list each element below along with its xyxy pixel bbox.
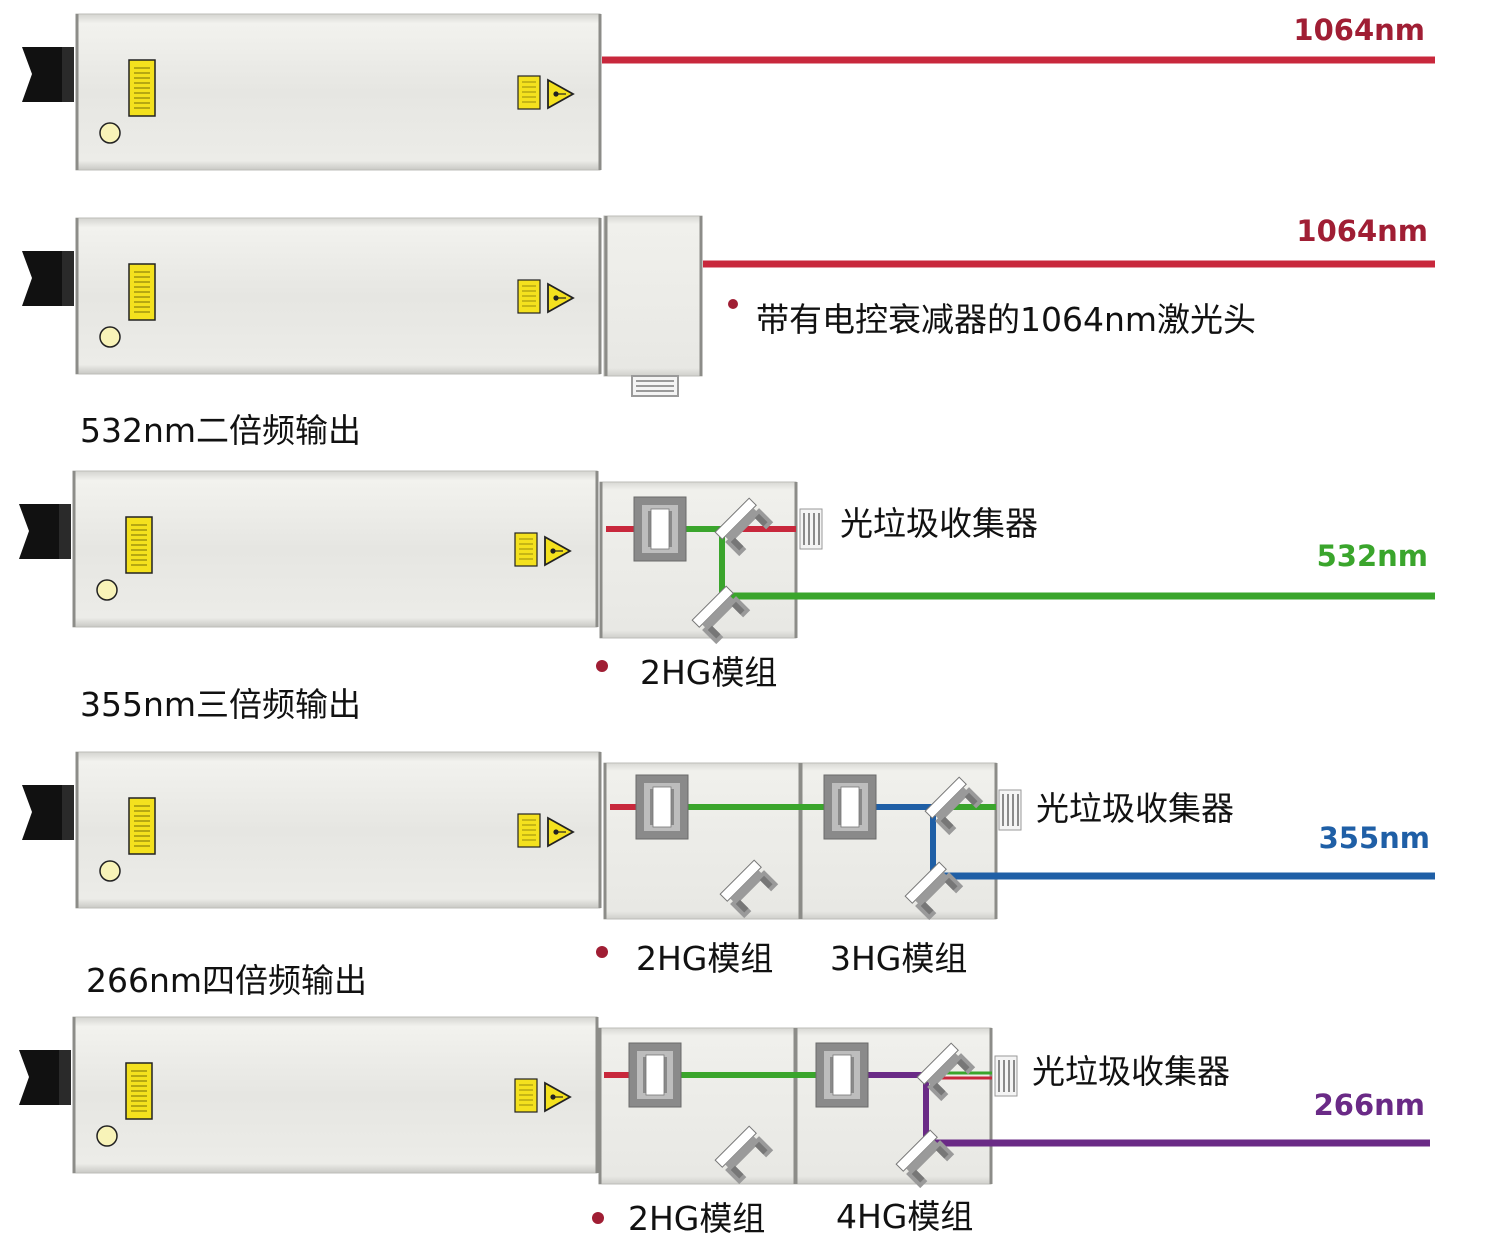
wavelength-label: 266nm bbox=[1314, 1088, 1425, 1122]
2hg-module-box bbox=[602, 761, 802, 921]
laser-head-housing bbox=[17, 469, 599, 629]
laser-head-housing bbox=[17, 1015, 599, 1175]
row-266nm: 光垃圾收集器 266nm 2HG模组 4HG模组 bbox=[17, 1015, 1430, 1238]
bullet-dot bbox=[596, 660, 608, 672]
module-label-3hg: 3HG模组 bbox=[830, 939, 967, 978]
laser-head-housing bbox=[20, 750, 602, 910]
row-355nm: 光垃圾收集器 355nm 2HG模组 3HG模组 bbox=[20, 750, 1435, 978]
wavelength-label: 355nm bbox=[1319, 821, 1430, 855]
section-heading-532nm: 532nm二倍频输出 bbox=[80, 411, 361, 450]
beam-dump bbox=[998, 789, 1022, 831]
row-1064nm: 1064nm bbox=[20, 12, 1435, 172]
shg-crystal bbox=[635, 774, 689, 840]
beam-dump bbox=[799, 508, 823, 550]
shg-crystal bbox=[628, 1042, 682, 1108]
section-heading-266nm: 266nm四倍频输出 bbox=[86, 961, 367, 1000]
attenuator-module bbox=[603, 215, 703, 397]
bullet-dot bbox=[728, 299, 738, 309]
fhg-crystal bbox=[815, 1042, 869, 1108]
beam-dump-label: 光垃圾收集器 bbox=[1036, 789, 1234, 828]
beam-dump bbox=[994, 1055, 1018, 1097]
bullet-dot bbox=[596, 946, 608, 958]
module-label-2hg: 2HG模组 bbox=[628, 1199, 765, 1238]
module-label-2hg: 2HG模组 bbox=[640, 653, 777, 692]
attenuator-note: 带有电控衰减器的1064nm激光头 bbox=[756, 300, 1256, 339]
module-label-4hg: 4HG模组 bbox=[836, 1197, 973, 1236]
row-532nm: 光垃圾收集器 532nm 2HG模组 bbox=[17, 469, 1435, 692]
wavelength-label: 1064nm bbox=[1293, 13, 1425, 47]
wavelength-label: 1064nm bbox=[1296, 214, 1428, 248]
beam-dump-label: 光垃圾收集器 bbox=[1032, 1052, 1230, 1091]
wavelength-label: 532nm bbox=[1317, 539, 1428, 573]
thg-crystal bbox=[823, 774, 877, 840]
beam-dump-label: 光垃圾收集器 bbox=[840, 504, 1038, 543]
shg-crystal bbox=[633, 496, 687, 562]
module-label-2hg: 2HG模组 bbox=[636, 939, 773, 978]
laser-head-housing bbox=[20, 12, 602, 172]
2hg-module-box bbox=[597, 1026, 797, 1186]
bullet-dot bbox=[592, 1212, 604, 1224]
laser-head-housing bbox=[20, 216, 602, 376]
section-heading-355nm: 355nm三倍频输出 bbox=[80, 685, 361, 724]
row-1064nm-attenuator: 1064nm 带有电控衰减器的1064nm激光头 bbox=[20, 214, 1435, 397]
